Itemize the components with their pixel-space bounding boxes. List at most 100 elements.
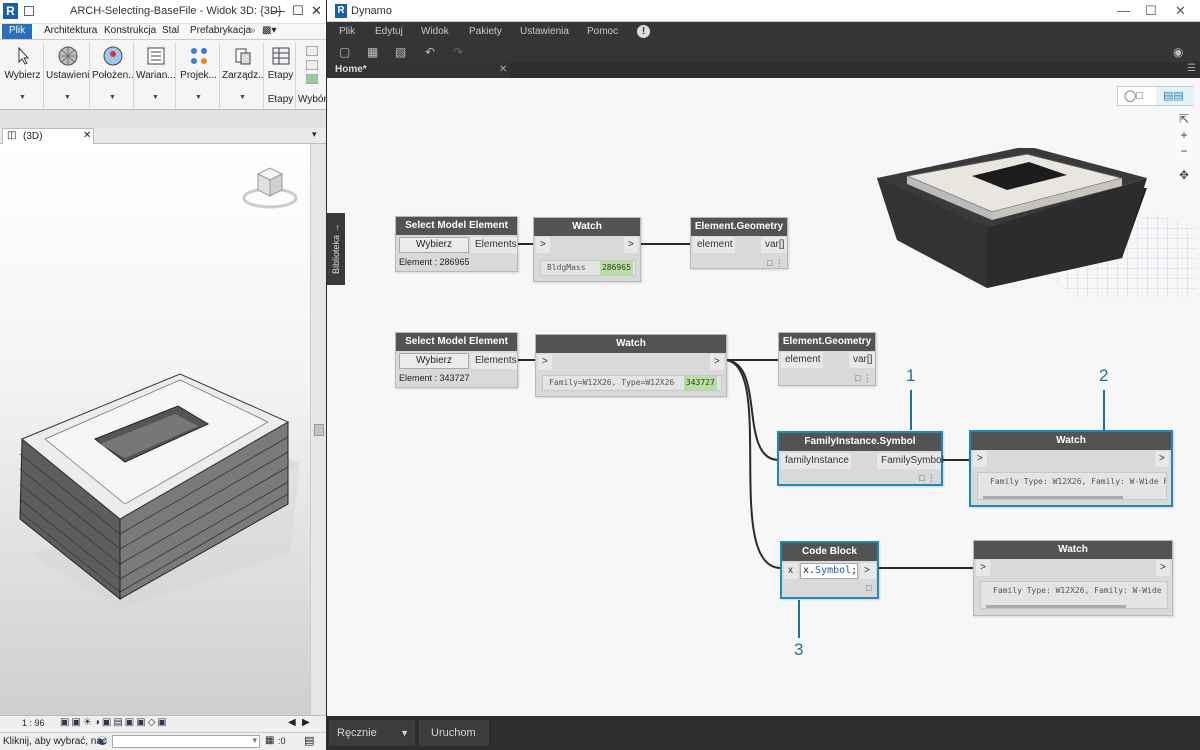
menu-pakiety[interactable]: Pakiety <box>469 26 502 37</box>
geom2-input-port[interactable]: element <box>781 352 823 368</box>
node-watch-4[interactable]: Watch > > Family Type: W12X26, Family: W… <box>973 540 1173 616</box>
scroll-right-icon[interactable]: ▶ <box>302 717 310 728</box>
view-control-icons[interactable]: ▣▣☀◑▣▤▣▣◇▣ <box>60 717 169 728</box>
code-output-port[interactable]: > <box>860 563 876 579</box>
run-button[interactable]: Uruchom <box>419 720 489 746</box>
watch2-output-port[interactable]: > <box>710 354 724 370</box>
dynamo-minimize-icon[interactable]: — <box>1117 3 1130 18</box>
ribbon-polozenie-button[interactable]: Położen... ▼ <box>92 42 134 108</box>
more-tabs-icon[interactable]: » <box>250 25 256 36</box>
filter-icon[interactable]: ▦ <box>265 735 275 746</box>
worksets-icon[interactable]: ☯ <box>97 734 108 748</box>
ribbon-wybor-panel[interactable]: Wybór <box>298 42 326 108</box>
dynamo-canvas[interactable]: Biblioteka → ◯□ ▤▤ ⇱ + − ✥ <box>327 78 1200 716</box>
view-tab-menu-icon[interactable]: ▾ <box>312 129 317 139</box>
output-port-elements-2[interactable]: Elements <box>471 353 517 369</box>
dynamo-close-icon[interactable]: ✕ <box>1175 3 1186 18</box>
watch4-scrollbar[interactable] <box>986 605 1126 608</box>
geom1-output-port[interactable]: var[] <box>761 237 787 253</box>
famsym-preview-toggle-icon[interactable]: □ ⋮ <box>919 473 936 483</box>
ribbon-zarzadzanie-button[interactable]: Zarządz... ▼ <box>222 42 264 108</box>
pan-icon[interactable]: ✥ <box>1175 168 1193 184</box>
wybierz-button-2[interactable]: Wybierz <box>399 353 469 369</box>
tab-home[interactable]: Home* ✕ <box>327 62 510 78</box>
run-mode-dropdown[interactable]: Ręcznie ▼ <box>329 720 415 746</box>
quick-access-icon[interactable] <box>24 6 34 16</box>
menu-widok[interactable]: Widok <box>421 26 449 37</box>
properties-icon[interactable]: ▤ <box>304 735 315 747</box>
revit-logo-icon[interactable]: R <box>3 3 18 19</box>
wybierz-button-1[interactable]: Wybierz <box>399 237 469 253</box>
building-model[interactable] <box>0 344 310 624</box>
ribbon-options-icon[interactable]: ▩▾ <box>262 25 277 36</box>
watch2-input-port[interactable]: > <box>538 354 552 370</box>
watch3-input-port[interactable]: > <box>973 451 987 467</box>
tab-konstrukcja[interactable]: Konstrukcja <box>104 25 157 36</box>
zoom-out-icon[interactable]: − <box>1175 144 1193 160</box>
ribbon-ustawienia-button[interactable]: Ustawienia ▼ <box>46 42 90 108</box>
node-element-geometry-1[interactable]: Element.Geometry element var[] □ ⋮ <box>690 217 788 269</box>
node-watch-3[interactable]: Watch > > Family Type: W12X26, Family: W… <box>969 430 1173 507</box>
redo-icon[interactable]: ↷ <box>453 45 464 59</box>
tab-stal[interactable]: Stal <box>162 25 180 36</box>
notification-icon[interactable]: ! <box>637 25 650 38</box>
node-element-geometry-2[interactable]: Element.Geometry element var[] □ ⋮ <box>778 332 876 386</box>
minimize-icon[interactable]: — <box>272 3 285 18</box>
watch3-output-port[interactable]: > <box>1155 451 1169 467</box>
viewport-vertical-scrollbar[interactable] <box>310 144 326 715</box>
tab-plik[interactable]: Plik <box>2 24 33 39</box>
ribbon-projekt-button[interactable]: Projek... ▼ <box>178 42 220 108</box>
view-tab-3d[interactable]: ◫ (3D) ✕ <box>2 128 94 144</box>
watch4-input-port[interactable]: > <box>976 560 990 576</box>
revit-3d-viewport[interactable] <box>0 144 310 715</box>
view-tab-close-icon[interactable]: ✕ <box>83 130 92 141</box>
open-file-icon[interactable]: ▦ <box>367 45 379 59</box>
code-preview-toggle-icon[interactable]: □ <box>866 583 872 593</box>
fit-view-icon[interactable]: ⇱ <box>1175 112 1193 128</box>
menu-pomoc[interactable]: Pomoc <box>587 26 619 37</box>
watch1-output-port[interactable]: > <box>624 237 638 253</box>
node-code-block[interactable]: Code Block x x.Symbol; > □ <box>780 541 879 599</box>
ribbon-etapy-button[interactable]: Etapy Etapy <box>266 42 296 108</box>
famsym-input-port[interactable]: familyInstance <box>781 453 851 469</box>
node-select-model-element-2[interactable]: Select Model Element Wybierz Elements El… <box>395 332 518 388</box>
zoom-in-icon[interactable]: + <box>1175 128 1193 144</box>
tab-architektura[interactable]: Architektura <box>44 25 98 36</box>
geom2-output-port[interactable]: var[] <box>849 352 875 368</box>
dynamo-maximize-icon[interactable]: ☐ <box>1145 3 1157 18</box>
tabs-menu-icon[interactable]: ☰ <box>1187 63 1196 74</box>
maximize-icon[interactable]: ☐ <box>292 3 304 18</box>
node-watch-1[interactable]: Watch > > BldgMass 286965 <box>533 217 641 282</box>
node-select-model-element-1[interactable]: Select Model Element Wybierz Elements El… <box>395 216 518 272</box>
tab-close-icon[interactable]: ✕ <box>499 64 508 75</box>
output-port-elements-1[interactable]: Elements <box>471 237 517 253</box>
menu-edytuj[interactable]: Edytuj <box>375 26 403 37</box>
ribbon-warianty-button[interactable]: Warian... ▼ <box>136 42 176 108</box>
menu-plik[interactable]: Plik <box>339 26 356 37</box>
watch4-output-port[interactable]: > <box>1156 560 1170 576</box>
geom2-preview-toggle-icon[interactable]: □ ⋮ <box>855 373 872 383</box>
graph-view-icon[interactable]: ▤▤ <box>1156 87 1193 105</box>
view-scale[interactable]: 1 : 96 <box>22 718 45 728</box>
save-file-icon[interactable]: ▧ <box>395 45 407 59</box>
camera-icon[interactable]: ◉ <box>1173 45 1184 59</box>
scroll-left-icon[interactable]: ◀ <box>288 717 296 728</box>
menu-ustawienia[interactable]: Ustawienia <box>520 26 569 37</box>
code-editor[interactable]: x.Symbol; <box>800 563 858 579</box>
geom1-input-port[interactable]: element <box>693 237 735 253</box>
geometry-view-icon[interactable]: ◯□ <box>1124 90 1143 102</box>
geom1-preview-toggle-icon[interactable]: □ ⋮ <box>767 258 784 268</box>
node-familyinstance-symbol[interactable]: FamilyInstance.Symbol familyInstance Fam… <box>777 431 944 486</box>
undo-icon[interactable]: ↶ <box>425 45 436 59</box>
new-file-icon[interactable]: ▢ <box>339 45 351 59</box>
tab-prefabrykacja[interactable]: Prefabrykacja <box>190 25 252 36</box>
famsym-output-port[interactable]: FamilySymbol <box>877 453 944 469</box>
watch1-input-port[interactable]: > <box>536 237 550 253</box>
close-icon[interactable]: ✕ <box>311 3 322 18</box>
viewcube-icon[interactable] <box>240 162 300 214</box>
code-input-port-x[interactable]: x <box>784 563 798 579</box>
workset-dropdown[interactable]: ▾ <box>112 735 260 748</box>
ribbon-wybierz-button[interactable]: Wybierz ▼ <box>2 42 44 108</box>
node-watch-2[interactable]: Watch > > Family=W12X26, Type=W12X26 343… <box>535 334 727 397</box>
watch3-scrollbar[interactable] <box>983 496 1123 499</box>
